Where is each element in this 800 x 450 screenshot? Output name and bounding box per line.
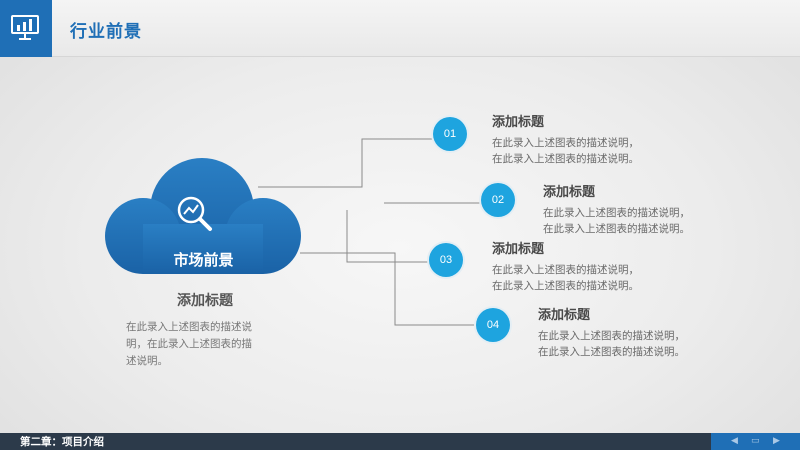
slide-footer: 第二章：项目介绍 ◀ ▭ ▶ [0, 433, 800, 450]
item-04: 添加标题 在此录入上述图表的描述说明， 在此录入上述图表的描述说明。 [538, 304, 685, 360]
chapter-label: 第二章：项目介绍 [20, 436, 104, 448]
left-description-block: 添加标题 在此录入上述图表的描述说 明，在此录入上述图表的描 述说明。 [120, 290, 290, 370]
left-title: 添加标题 [177, 293, 233, 309]
slide-nav: ◀ ▭ ▶ [711, 433, 800, 450]
logo-box [0, 0, 52, 57]
item-desc-line: 在此录入上述图表的描述说明， [492, 264, 639, 276]
number-badge-02: 02 [481, 183, 515, 217]
number-badge-04: 04 [476, 308, 510, 342]
item-03: 添加标题 在此录入上述图表的描述说明， 在此录入上述图表的描述说明。 [492, 238, 639, 294]
item-title: 添加标题 [543, 185, 596, 200]
prev-icon[interactable]: ◀ [731, 436, 738, 446]
item-01: 添加标题 在此录入上述图表的描述说明， 在此录入上述图表的描述说明。 [492, 111, 639, 167]
item-desc-line: 在此录入上述图表的描述说明。 [543, 223, 690, 235]
cloud-label: 市场前景 [173, 251, 234, 269]
item-desc-line: 在此录入上述图表的描述说明。 [492, 280, 639, 292]
left-desc-line: 在此录入上述图表的描述说 [126, 321, 252, 333]
left-desc-line: 述说明。 [126, 355, 168, 367]
home-icon[interactable]: ▭ [751, 436, 760, 446]
chart-presentation-icon [11, 15, 39, 40]
item-desc-line: 在此录入上述图表的描述说明。 [492, 153, 639, 165]
magnifier-trend-icon [177, 196, 212, 231]
left-description: 在此录入上述图表的描述说 明，在此录入上述图表的描 述说明。 [120, 319, 290, 370]
number-badge-03: 03 [429, 243, 463, 277]
left-desc-line: 明，在此录入上述图表的描 [126, 338, 252, 350]
item-02: 添加标题 在此录入上述图表的描述说明， 在此录入上述图表的描述说明。 [543, 181, 690, 237]
item-desc-line: 在此录入上述图表的描述说明， [538, 330, 685, 342]
item-title: 添加标题 [492, 115, 545, 130]
item-title: 添加标题 [538, 308, 591, 323]
market-cloud: 市场前景 [105, 154, 302, 282]
item-desc-line: 在此录入上述图表的描述说明， [492, 137, 639, 149]
item-title: 添加标题 [492, 242, 545, 257]
page-title: 行业前景 [70, 22, 142, 42]
item-desc-line: 在此录入上述图表的描述说明， [543, 207, 690, 219]
next-icon[interactable]: ▶ [773, 436, 780, 446]
item-desc-line: 在此录入上述图表的描述说明。 [538, 346, 685, 358]
slide-header: 行业前景 [0, 0, 800, 57]
number-badge-01: 01 [433, 117, 467, 151]
